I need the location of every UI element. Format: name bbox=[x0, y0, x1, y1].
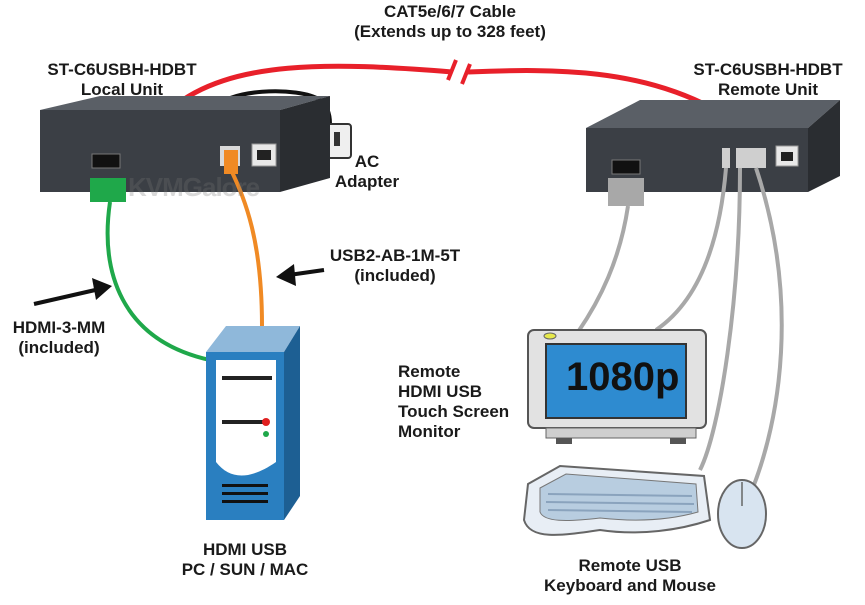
remote-hdmi-cable bbox=[576, 205, 630, 334]
ac-adapter-label: AC Adapter bbox=[322, 152, 412, 192]
watermark-logo: KVMGalore bbox=[128, 172, 260, 202]
monitor-label: Remote HDMI USB Touch Screen Monitor bbox=[398, 362, 528, 442]
cable-label-line1: CAT5e/6/7 Cable bbox=[384, 2, 516, 21]
ac-adapter-line2: Adapter bbox=[334, 172, 400, 191]
local-unit-device bbox=[40, 96, 330, 192]
cable-label-line2: (Extends up to 328 feet) bbox=[354, 22, 546, 41]
mouse-icon bbox=[717, 479, 767, 549]
usb-cable-line2: (included) bbox=[354, 266, 436, 285]
peripherals-line2: Keyboard and Mouse bbox=[544, 576, 716, 595]
ac-adapter-line1: AC bbox=[354, 152, 380, 171]
hdmi-cable-label: HDMI-3-MM (included) bbox=[0, 318, 118, 358]
monitor-label-line3: Touch Screen bbox=[398, 402, 510, 421]
usb-cable bbox=[230, 171, 264, 327]
remote-unit-role: Remote Unit bbox=[717, 80, 819, 99]
peripherals-label: Remote USB Keyboard and Mouse bbox=[520, 556, 740, 596]
hdmi-connector-green bbox=[90, 178, 126, 202]
local-unit-label: ST-C6USBH-HDBT Local Unit bbox=[22, 60, 222, 100]
computer-label: HDMI USB PC / SUN / MAC bbox=[150, 540, 340, 580]
remote-touch-usb-cable bbox=[654, 167, 728, 332]
monitor-screen-text: 1080p bbox=[566, 355, 680, 399]
hdmi-cable-line2: (included) bbox=[18, 338, 100, 357]
peripherals-line1: Remote USB bbox=[578, 556, 682, 575]
local-unit-role: Local Unit bbox=[80, 80, 164, 99]
remote-mouse-usb-cable bbox=[750, 167, 784, 491]
usb-arrow-icon bbox=[276, 264, 325, 286]
hdmi-arrow-icon bbox=[33, 278, 112, 306]
remote-unit-model: ST-C6USBH-HDBT bbox=[693, 60, 843, 79]
hdmi-cable-line1: HDMI-3-MM bbox=[12, 318, 106, 337]
local-unit-model: ST-C6USBH-HDBT bbox=[47, 60, 197, 79]
usb-connector-orange bbox=[224, 150, 238, 174]
cat-cable bbox=[170, 63, 714, 111]
monitor-label-line4: Monitor bbox=[398, 422, 461, 441]
computer-line1: HDMI USB bbox=[202, 540, 288, 559]
usb-cable-line1: USB2-AB-1M-5T bbox=[329, 246, 461, 265]
hdmi-cable bbox=[105, 201, 211, 362]
monitor-label-line1: Remote bbox=[398, 362, 461, 381]
hdmi-connector-gray bbox=[608, 178, 644, 206]
computer-line2: PC / SUN / MAC bbox=[181, 560, 309, 579]
pc-tower-icon bbox=[206, 326, 300, 520]
remote-unit-label: ST-C6USBH-HDBT Remote Unit bbox=[676, 60, 860, 100]
cable-break-icon bbox=[446, 59, 472, 85]
keyboard-icon bbox=[522, 464, 712, 536]
monitor-label-line2: HDMI USB bbox=[398, 382, 483, 401]
monitor-icon bbox=[527, 329, 707, 444]
usb-cable-label: USB2-AB-1M-5T (included) bbox=[310, 246, 480, 286]
remote-unit-device bbox=[586, 100, 840, 192]
remote-keyboard-usb-cable bbox=[698, 167, 742, 471]
cable-label: CAT5e/6/7 Cable (Extends up to 328 feet) bbox=[330, 2, 570, 42]
